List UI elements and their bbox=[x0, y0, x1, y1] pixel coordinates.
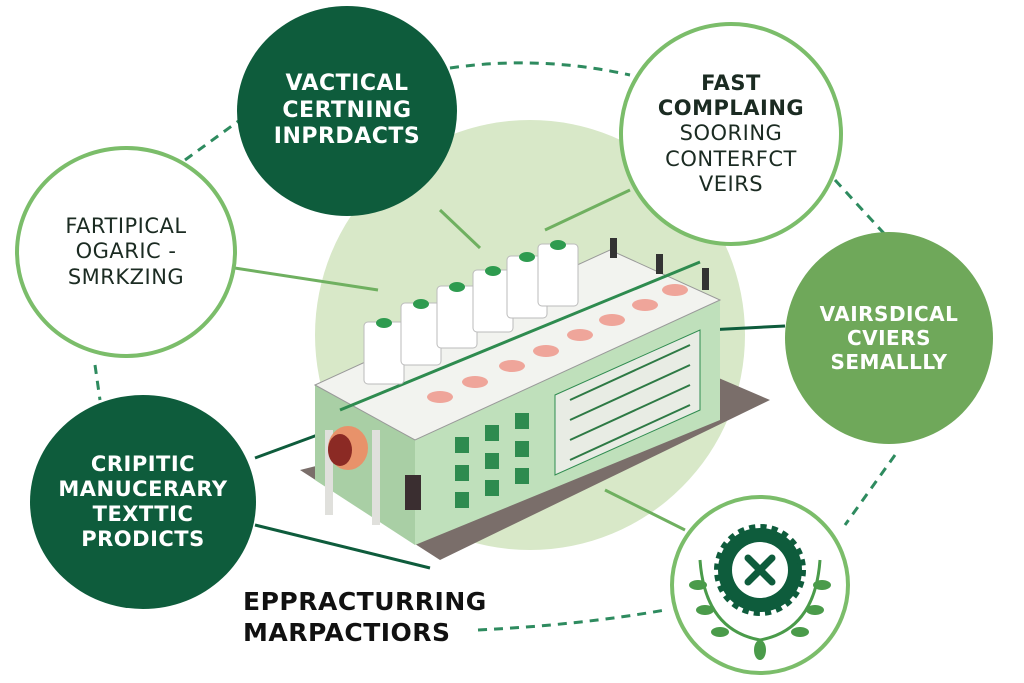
arrow-connector bbox=[544, 188, 631, 232]
node-line: CVIERS bbox=[846, 326, 932, 350]
arrow-connector bbox=[254, 523, 431, 570]
node-top-center: VACTICAL CERTNING INPRDACTS bbox=[237, 6, 457, 216]
node-line: CRIPITIC bbox=[90, 451, 196, 476]
node-line: VACTICAL bbox=[285, 71, 409, 97]
arrow-connector bbox=[604, 488, 686, 532]
node-line: OGARIC - bbox=[75, 239, 177, 264]
arrow-connector bbox=[214, 263, 379, 292]
dashed-connector bbox=[843, 454, 897, 526]
node-left: FARTIPICAL OGARIC - SMRKZING bbox=[15, 146, 237, 358]
node-bottom-left: CRIPITIC MANUCERARY TEXTTIC PRODICTS bbox=[30, 395, 256, 609]
node-line: SOORING bbox=[679, 121, 783, 146]
dashed-connector bbox=[449, 61, 631, 77]
gear-laurel-emblem-icon bbox=[670, 495, 850, 675]
bottom-label-line: MARPACTIORS bbox=[243, 618, 451, 648]
node-line: INPRDACTS bbox=[273, 124, 421, 150]
node-line: PRODICTS bbox=[81, 527, 205, 552]
node-line: CONTERFCT bbox=[665, 146, 797, 171]
node-line: VEIRS bbox=[698, 171, 764, 196]
node-line: FAST bbox=[701, 71, 761, 96]
node-line: VAIRSDICAL bbox=[819, 302, 959, 326]
node-line: SEMALLLY bbox=[830, 350, 948, 374]
node-line: COMPLAING bbox=[657, 96, 805, 121]
node-line: TEXTTIC bbox=[92, 502, 194, 526]
dashed-connector bbox=[184, 118, 241, 162]
dashed-connector bbox=[477, 608, 666, 632]
node-line: SMRKZING bbox=[67, 264, 185, 289]
node-line: CERTNING bbox=[282, 97, 412, 123]
textile-factory-illustration bbox=[300, 238, 770, 560]
bottom-label: EPPRACTURRING MARPACTIORS bbox=[243, 586, 487, 649]
node-line: MANUCERARY bbox=[58, 476, 228, 501]
node-right: VAIRSDICAL CVIERS SEMALLLY bbox=[785, 232, 993, 444]
node-top-right: FAST COMPLAING SOORING CONTERFCT VEIRS bbox=[619, 22, 843, 246]
dashed-connector bbox=[93, 364, 102, 401]
dashed-connector bbox=[833, 178, 892, 242]
arrow-connector bbox=[438, 208, 482, 250]
node-line: FARTIPICAL bbox=[65, 214, 187, 239]
bottom-label-line: EPPRACTURRING bbox=[243, 587, 487, 616]
